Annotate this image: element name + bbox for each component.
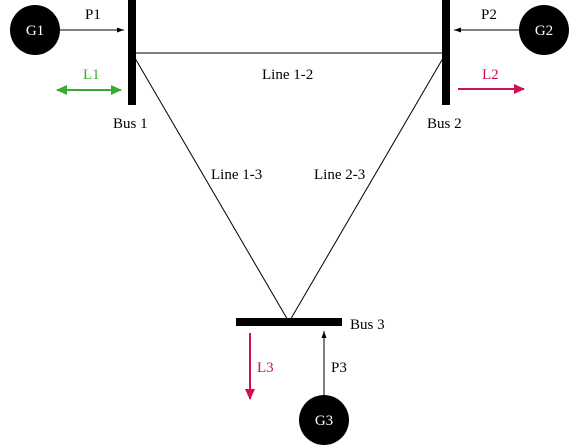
generator-g3: G3 (299, 395, 349, 445)
l3-label: L3 (257, 360, 274, 376)
generator-g3-label: G3 (315, 413, 333, 429)
line-1-3 (131, 52, 290, 323)
bus-2-label: Bus 2 (427, 116, 462, 132)
generator-g3-circle (299, 395, 349, 445)
generator-g2-label: G2 (535, 23, 553, 39)
generator-g1: G1 (10, 5, 60, 55)
line-1-2-label: Line 1-2 (262, 67, 313, 83)
line-2-3-label: Line 2-3 (314, 167, 365, 183)
p2-label: P2 (481, 7, 497, 23)
line-2-3 (288, 52, 447, 323)
bus-1-bar (128, 0, 136, 105)
generator-g2: G2 (519, 5, 569, 55)
generator-g2-circle (519, 5, 569, 55)
bus-1-label: Bus 1 (113, 116, 148, 132)
p1-label: P1 (85, 7, 101, 23)
l2-label: L2 (482, 67, 499, 83)
bus-3-bar (236, 318, 342, 326)
generator-g1-label: G1 (26, 23, 44, 39)
bus-3-label: Bus 3 (350, 317, 385, 333)
generator-g1-circle (10, 5, 60, 55)
bus-2-bar (442, 0, 450, 105)
p3-label: P3 (331, 360, 347, 376)
l1-label: L1 (83, 67, 100, 83)
line-1-3-label: Line 1-3 (211, 167, 262, 183)
